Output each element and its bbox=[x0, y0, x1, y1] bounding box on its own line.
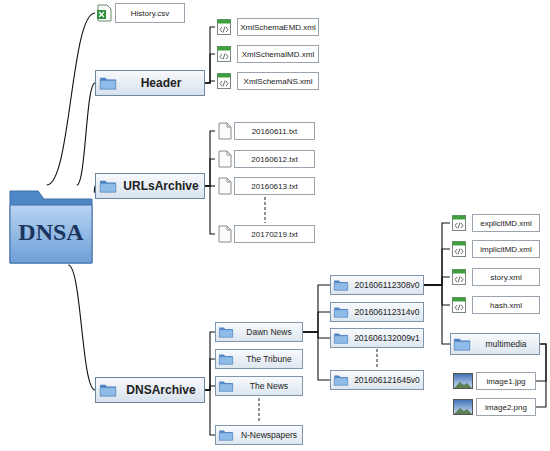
folder-box: The Tribune bbox=[215, 349, 303, 369]
node-label: multimedia bbox=[485, 339, 526, 349]
tree-branch bbox=[205, 390, 215, 435]
file-box: 20160612.txt bbox=[215, 150, 315, 168]
text-file-icon bbox=[219, 226, 231, 242]
text-file-icon bbox=[219, 123, 231, 139]
node-label: History.csv bbox=[115, 3, 185, 23]
tree-branch bbox=[303, 312, 330, 332]
node-label: Dawn News bbox=[246, 327, 291, 337]
folder-box: The News bbox=[215, 376, 303, 396]
tree-branch bbox=[205, 186, 215, 234]
tree-branch bbox=[205, 386, 215, 390]
tree-branch bbox=[77, 83, 95, 185]
tree-branch bbox=[205, 54, 215, 83]
node-label: 201606132009v1 bbox=[354, 333, 420, 343]
file-box: XmlSchemaNS.xml bbox=[215, 72, 319, 90]
file-box: story.xml bbox=[450, 268, 540, 286]
folder-box: multimedia bbox=[450, 333, 540, 355]
file-box: hash.xml bbox=[450, 296, 540, 314]
node-label: story.xml bbox=[472, 268, 540, 286]
node-label: The News bbox=[250, 381, 288, 391]
node-label: N-Newspapers bbox=[241, 430, 297, 440]
folder-box: Header bbox=[95, 70, 205, 96]
node-label: XmlSchemaIMD.xml bbox=[237, 45, 319, 63]
xml-icon bbox=[453, 298, 466, 313]
node-label: 201606121645v0 bbox=[354, 375, 420, 385]
image-icon bbox=[454, 400, 473, 415]
xml-icon bbox=[453, 242, 466, 257]
folder-box: N-Newspapers bbox=[215, 425, 303, 445]
tree-branch bbox=[68, 265, 95, 390]
tree-branch bbox=[205, 159, 215, 186]
text-file-icon bbox=[219, 178, 231, 194]
node-label: hash.xml bbox=[472, 296, 540, 314]
file-box: explicitMD.xml bbox=[450, 214, 540, 232]
tree-branch bbox=[47, 13, 95, 185]
file-box: image2.png bbox=[452, 398, 536, 416]
node-label: Header bbox=[141, 76, 182, 90]
node-label: explicitMD.xml bbox=[472, 214, 540, 232]
node-label: 20170219.txt bbox=[234, 225, 315, 243]
folder-box: 201606112308v0 bbox=[330, 275, 424, 295]
xml-icon bbox=[453, 216, 466, 231]
node-label: 201606112314v0 bbox=[354, 307, 419, 317]
file-box: 20160613.txt bbox=[215, 177, 315, 195]
node-label: DNSArchive bbox=[126, 383, 195, 397]
node-label: image1.jpg bbox=[476, 372, 536, 390]
tree-branch bbox=[424, 249, 450, 285]
node-label: DNSA bbox=[8, 219, 94, 246]
tree-branch bbox=[424, 285, 450, 305]
tree-branch bbox=[205, 332, 215, 390]
file-box: 20160611.txt bbox=[215, 122, 315, 140]
folder-box: URLsArchive bbox=[95, 173, 205, 199]
folder-box: Dawn News bbox=[215, 322, 303, 342]
tree-branch bbox=[205, 27, 215, 83]
xml-icon bbox=[218, 20, 231, 35]
ellipsis-dash bbox=[377, 349, 378, 368]
file-box: image1.jpg bbox=[452, 372, 536, 390]
ellipsis-dash bbox=[265, 197, 266, 223]
text-file-icon bbox=[219, 151, 231, 167]
file-box: 20170219.txt bbox=[215, 225, 315, 243]
node-label: 20160612.txt bbox=[234, 150, 315, 168]
folder-box: 201606121645v0 bbox=[330, 370, 424, 390]
root-folder: DNSA bbox=[8, 185, 94, 265]
folder-box: 201606112314v0 bbox=[330, 302, 424, 322]
node-label: XmlSchemaNS.xml bbox=[237, 72, 319, 90]
node-label: The Tribune bbox=[246, 354, 291, 364]
file-box: History.csv bbox=[95, 3, 185, 23]
xml-icon bbox=[218, 47, 231, 62]
tree-branch bbox=[424, 277, 450, 285]
tree-branch bbox=[303, 332, 330, 380]
node-label: 20160613.txt bbox=[234, 177, 315, 195]
node-label: implicitMD.xml bbox=[472, 240, 540, 258]
node-label: URLsArchive bbox=[123, 179, 198, 193]
folder-box: 201606132009v1 bbox=[330, 328, 424, 348]
node-label: 201606112308v0 bbox=[354, 280, 419, 290]
file-box: XmlSchemaEMD.xml bbox=[215, 18, 319, 36]
node-label: image2.png bbox=[476, 398, 536, 416]
tree-branch bbox=[424, 285, 450, 344]
tree-branch bbox=[205, 359, 215, 390]
tree-branch bbox=[205, 81, 215, 83]
tree-branch bbox=[205, 131, 215, 186]
tree-branch bbox=[424, 223, 450, 285]
folder-box: DNSArchive bbox=[95, 377, 205, 403]
tree-branch bbox=[303, 285, 330, 332]
node-label: 20160611.txt bbox=[234, 122, 315, 140]
xml-icon bbox=[453, 270, 466, 285]
spreadsheet-icon bbox=[97, 5, 111, 21]
file-box: XmlSchemaIMD.xml bbox=[215, 45, 319, 63]
node-label: XmlSchemaEMD.xml bbox=[237, 18, 319, 36]
image-icon bbox=[454, 374, 473, 389]
xml-icon bbox=[218, 74, 231, 89]
tree-branch bbox=[303, 332, 330, 338]
file-box: implicitMD.xml bbox=[450, 240, 540, 258]
ellipsis-dash bbox=[259, 398, 260, 423]
